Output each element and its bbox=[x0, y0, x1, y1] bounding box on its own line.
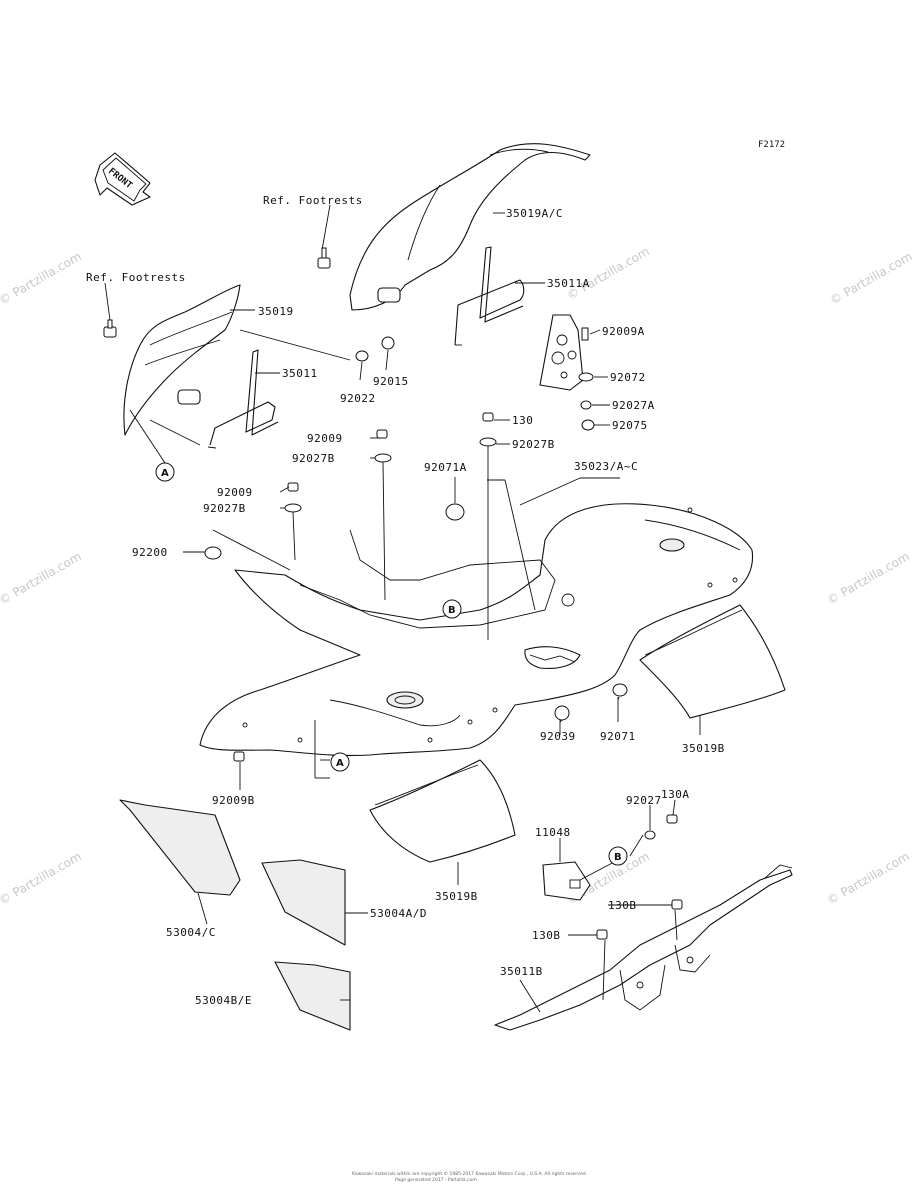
part-label-35019b: 35019B bbox=[435, 890, 478, 903]
callout-b-label: B bbox=[614, 852, 622, 863]
part-label-92071a: 92071A bbox=[424, 461, 467, 474]
washer-icon bbox=[355, 350, 369, 362]
part-label-92039: 92039 bbox=[540, 730, 576, 743]
front-arrow-icon: FRONT bbox=[94, 152, 151, 206]
part-label-92200: 92200 bbox=[132, 546, 168, 559]
part-label-92027: 92027 bbox=[626, 794, 662, 807]
grommet-icon bbox=[204, 546, 222, 560]
mud-flap-lower bbox=[369, 759, 516, 863]
bolt-icon bbox=[671, 899, 683, 910]
watermark-text: © Partzilla.com bbox=[825, 849, 912, 907]
figure-code: F2172 bbox=[758, 140, 785, 150]
callout-b-label: B bbox=[448, 605, 456, 616]
part-label-35019ac: 35019A/C bbox=[506, 207, 563, 220]
mud-flap-right bbox=[639, 604, 786, 719]
decal-53004c bbox=[119, 799, 241, 896]
part-label-35011b: 35011B bbox=[500, 965, 543, 978]
part-label-11048: 11048 bbox=[535, 826, 571, 839]
part-label-92027b: 92027B bbox=[292, 452, 335, 465]
washer-icon bbox=[374, 453, 392, 463]
washer-icon bbox=[578, 372, 594, 382]
washer-icon bbox=[284, 503, 302, 513]
watermark-text: © Partzilla.com bbox=[825, 549, 912, 607]
part-label-92027b: 92027B bbox=[203, 502, 246, 515]
part-label-92072: 92072 bbox=[610, 371, 646, 384]
bolt-icon bbox=[581, 327, 589, 341]
part-label-35011a: 35011A bbox=[547, 277, 590, 290]
bracket-35011a bbox=[454, 246, 525, 346]
part-labels: Ref. Footrests Ref. Footrests 35019A/C 3… bbox=[86, 194, 725, 1007]
ref-footrests-label: Ref. Footrests bbox=[86, 271, 186, 284]
watermark-text: © Partzilla.com bbox=[0, 549, 84, 607]
part-label-35019b: 35019B bbox=[682, 742, 725, 755]
bolt-icon bbox=[482, 412, 494, 422]
bolt-icon bbox=[107, 319, 113, 329]
decal-53004ad bbox=[261, 859, 346, 946]
callout-a-label: A bbox=[161, 468, 169, 479]
washer-icon bbox=[580, 400, 592, 410]
callout-a-label: A bbox=[336, 758, 344, 769]
fasteners bbox=[103, 247, 683, 940]
rear-fender-main bbox=[199, 503, 754, 757]
bolt-icon bbox=[287, 482, 299, 492]
part-label-130b: 130B bbox=[608, 899, 637, 912]
side-bracket bbox=[539, 314, 584, 391]
part-label-92009b: 92009B bbox=[212, 794, 255, 807]
callout-a-2: A bbox=[330, 752, 350, 772]
callout-b-1: B bbox=[442, 599, 462, 619]
part-label-130a: 130A bbox=[661, 788, 690, 801]
washer-icon bbox=[479, 437, 497, 447]
part-label-92027b: 92027B bbox=[512, 438, 555, 451]
grommet-icon bbox=[381, 336, 395, 350]
part-label-130b: 130B bbox=[532, 929, 561, 942]
grommet-icon bbox=[612, 683, 628, 697]
grommet-icon bbox=[445, 503, 465, 521]
copyright-line: Kawasaki materials within are copyright … bbox=[352, 1170, 587, 1177]
nut-icon bbox=[581, 419, 595, 431]
ref-footrests-label: Ref. Footrests bbox=[263, 194, 363, 207]
bolt-icon bbox=[317, 257, 331, 269]
watermark-text: © Partzilla.com bbox=[565, 244, 652, 302]
leader-lines bbox=[104, 204, 701, 1013]
part-label-92015: 92015 bbox=[373, 375, 409, 388]
part-label-53004ad: 53004A/D bbox=[370, 907, 427, 920]
part-label-35011: 35011 bbox=[282, 367, 318, 380]
part-label-92009: 92009 bbox=[217, 486, 253, 499]
part-label-130: 130 bbox=[512, 414, 533, 427]
washer-icon bbox=[644, 830, 656, 840]
rear-mud-guard-left bbox=[123, 284, 241, 436]
bolt-icon bbox=[233, 751, 245, 762]
callout-a-1: A bbox=[155, 462, 175, 482]
watermark-text: © Partzilla.com bbox=[828, 249, 915, 307]
part-label-35019: 35019 bbox=[258, 305, 294, 318]
part-label-92071: 92071 bbox=[600, 730, 636, 743]
decal-53004be bbox=[274, 961, 351, 1031]
bracket-11048 bbox=[542, 861, 591, 901]
watermark-text: © Partzilla.com bbox=[0, 849, 84, 907]
rear-mud-guard-upper bbox=[349, 143, 591, 311]
part-label-53004be: 53004B/E bbox=[195, 994, 252, 1007]
bolt-icon bbox=[376, 429, 388, 439]
rail-35011b bbox=[494, 864, 793, 1031]
bolt-icon bbox=[321, 247, 327, 259]
part-label-92009a: 92009A bbox=[602, 325, 645, 338]
part-label-92009: 92009 bbox=[307, 432, 343, 445]
part-label-53004c: 53004/C bbox=[166, 926, 216, 939]
part-label-35023: 35023/A~C bbox=[574, 460, 638, 473]
callout-b-2: B bbox=[608, 846, 628, 866]
watermark-text: © Partzilla.com bbox=[0, 249, 84, 307]
bracket-35011 bbox=[207, 349, 279, 449]
bolt-icon bbox=[596, 929, 608, 940]
bolt-icon bbox=[666, 814, 678, 824]
part-label-92022: 92022 bbox=[340, 392, 376, 405]
part-label-92075: 92075 bbox=[612, 419, 648, 432]
part-label-92027a: 92027A bbox=[612, 399, 655, 412]
copyright-line-2: Page generated 2017 - Partzilla.com bbox=[395, 1177, 477, 1183]
grommet-icon bbox=[554, 705, 570, 721]
